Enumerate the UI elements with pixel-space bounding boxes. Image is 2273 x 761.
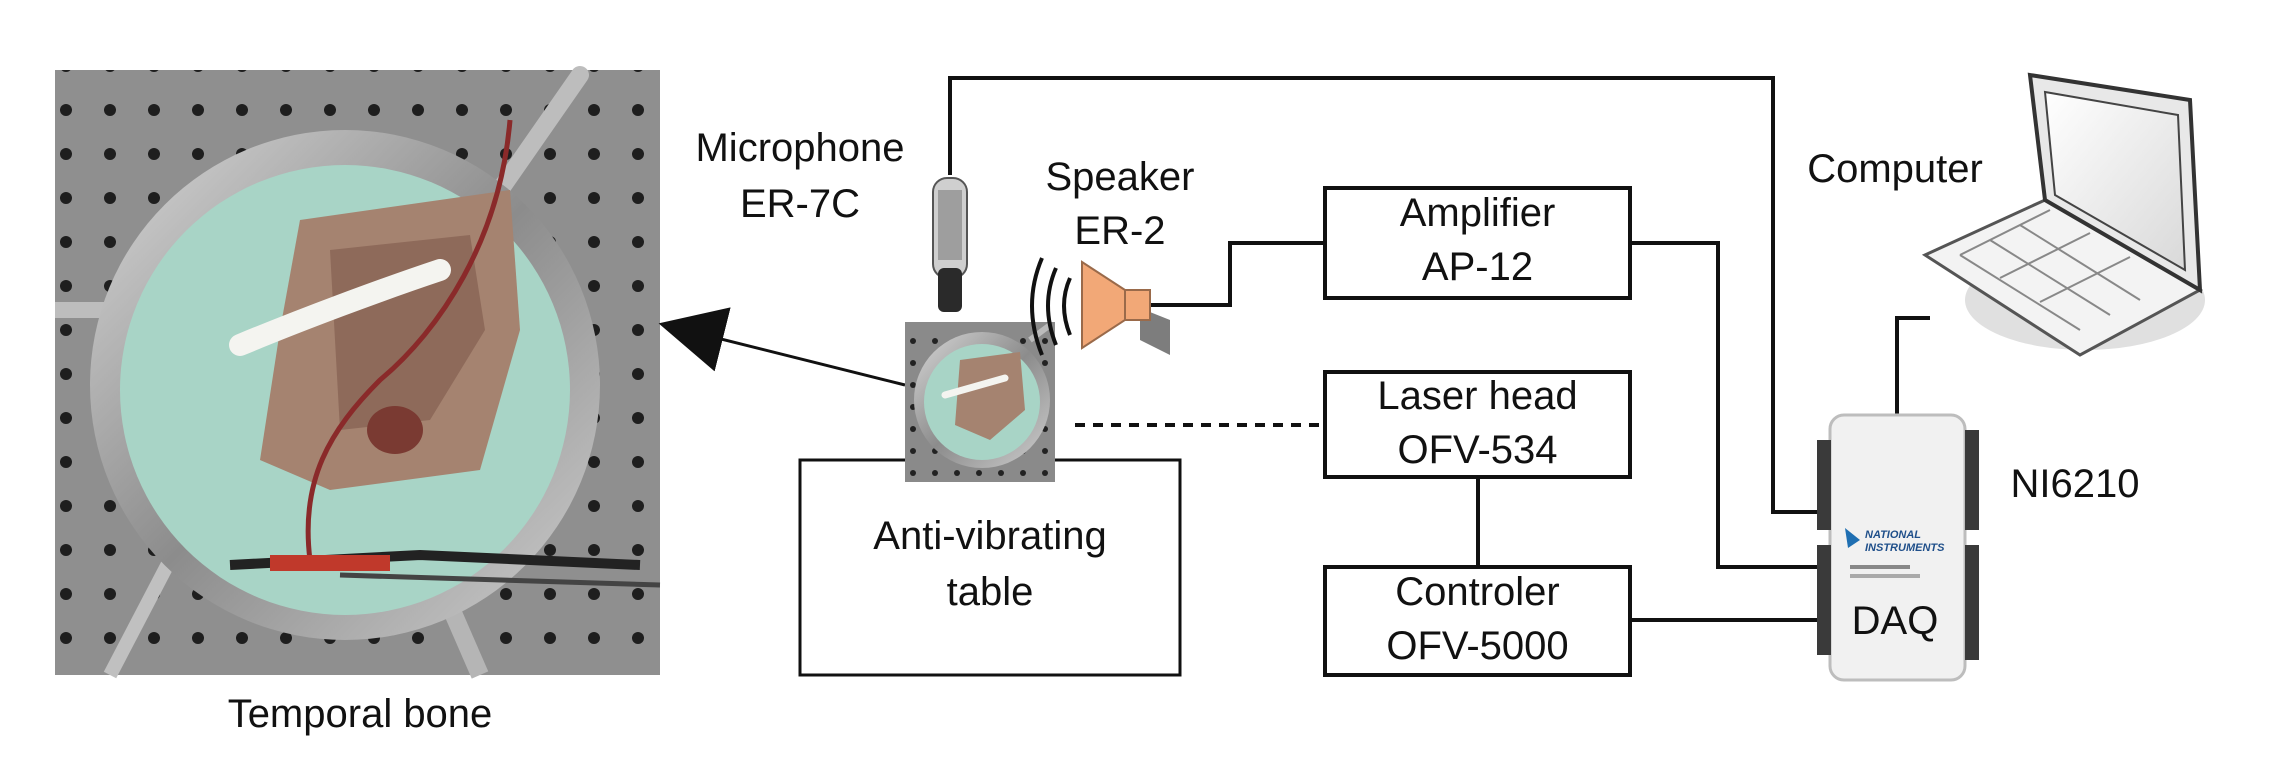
speaker-label-line1: Speaker [1045, 155, 1195, 199]
daq-brand-line2: INSTRUMENTS [1865, 542, 1945, 554]
laser-head-label-line2: OFV-534 [1397, 428, 1558, 472]
table-label-line1: Anti-vibrating [873, 514, 1107, 558]
temporal-bone-photo [55, 66, 661, 679]
laser-head-box [1323, 370, 1632, 479]
daq-brand-line1: NATIONAL [1865, 529, 1921, 541]
table-label-line2: table [946, 570, 1034, 614]
anti-vibrating-table-box [798, 458, 1182, 677]
arrow-to-photo [658, 307, 906, 387]
microphone-label-line1: Microphone [695, 126, 905, 170]
microphone-icon [932, 177, 968, 312]
daq-device-icon [1817, 413, 1979, 682]
amplifier-label-line1: Amplifier [1399, 191, 1556, 235]
daq-label: DAQ [1851, 599, 1939, 643]
computer-icon [1921, 72, 2205, 357]
daq-model-label: NI6210 [2010, 462, 2140, 506]
small-photo [905, 322, 1055, 482]
wires [948, 76, 1930, 622]
speaker-label-line2: ER-2 [1074, 209, 1166, 253]
laser-head-label-line1: Laser head [1377, 374, 1578, 418]
photo-caption: Temporal bone [227, 692, 493, 736]
controller-label-line2: OFV-5000 [1386, 624, 1569, 668]
speaker-icon [1030, 257, 1170, 356]
computer-label: Computer [1807, 147, 1983, 191]
amplifier-label-line2: AP-12 [1421, 245, 1534, 289]
controller-label-line1: Controler [1395, 570, 1560, 614]
controller-box [1323, 565, 1632, 677]
microphone-label-line2: ER-7C [739, 182, 861, 226]
amplifier-box [1323, 186, 1632, 300]
